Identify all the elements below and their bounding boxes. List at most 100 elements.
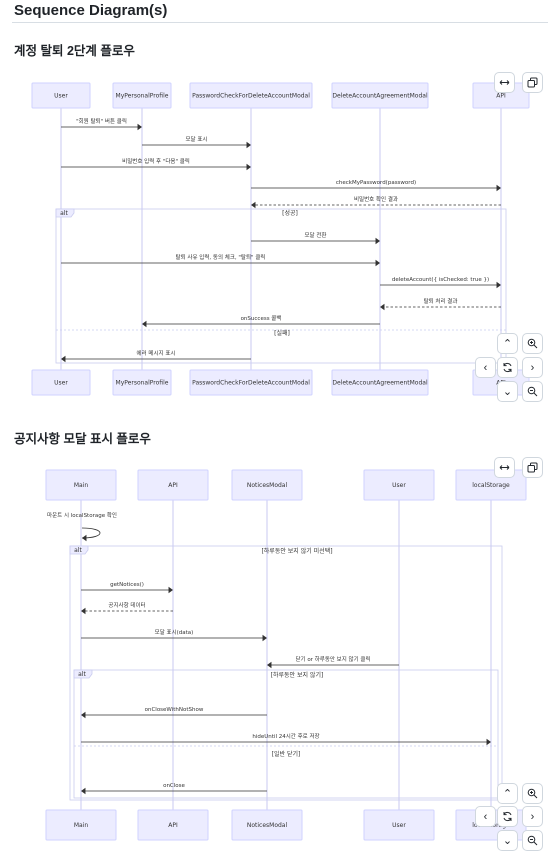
zoom-out-button[interactable] [522, 830, 543, 851]
message-label: checkMyPassword(password) [336, 180, 416, 186]
message-arrow [81, 527, 101, 539]
participant-box [231, 469, 303, 501]
fragment-label: alt [74, 547, 82, 554]
participant-label: API [168, 822, 178, 829]
expand-icon [499, 462, 510, 473]
zoom-in-button[interactable] [522, 333, 543, 354]
participant-label: User [54, 93, 68, 100]
participant-label: API [496, 93, 506, 100]
participant-label: localStorage [472, 482, 510, 489]
message-label: 비밀번호 확인 결과 [354, 195, 398, 203]
arrow-head [496, 281, 501, 289]
pan-up-icon: ⌃ [502, 788, 513, 800]
zoom-in-icon [527, 788, 538, 799]
participant-label: User [392, 482, 406, 489]
participant-label: PasswordCheckForDeleteAccountModal [192, 93, 310, 100]
alt-fragment [55, 208, 507, 364]
participant-box [137, 809, 209, 841]
participant-label: PasswordCheckForDeleteAccountModal [192, 380, 310, 387]
participant-box [137, 469, 209, 501]
copy-button[interactable] [522, 457, 543, 478]
message-label: getNotices() [110, 582, 144, 588]
fullscreen-button[interactable] [494, 72, 515, 93]
reset-button[interactable] [497, 806, 518, 827]
arrow-head [486, 738, 491, 746]
message-label: 탈퇴 처리 결과 [424, 297, 458, 305]
message-label: 모달 표시(data) [155, 628, 194, 636]
message-label: deleteAccount({ isChecked: true }) [392, 277, 489, 283]
message-label: hideUntil 24시간 후로 저장 [252, 732, 319, 740]
message-label: 마운트 시 localStorage 확인 [47, 511, 117, 519]
participant-label: User [392, 822, 406, 829]
pan-left-button[interactable]: ‹ [475, 357, 496, 378]
participant-box [112, 82, 172, 109]
zoom-out-button[interactable] [522, 381, 543, 402]
message-label: "회원 탈퇴" 버튼 클릭 [76, 117, 127, 125]
fragment-label: alt [78, 671, 86, 678]
participant-label: MyPersonalProfile [116, 380, 169, 387]
fragment-tab [69, 545, 89, 555]
message-label: 에러 메시지 표시 [137, 349, 176, 357]
participant-box [363, 469, 435, 501]
pan-down-button[interactable]: ⌄ [497, 381, 518, 402]
pan-up-icon: ⌃ [502, 338, 513, 350]
pan-down-button[interactable]: ⌄ [497, 830, 518, 851]
fragment-tab [73, 669, 93, 679]
arrow-head [375, 237, 380, 245]
arrow-head [137, 123, 142, 131]
pan-up-button[interactable]: ⌃ [497, 783, 518, 804]
participant-box [45, 469, 117, 501]
message-label: onCloseWithNotShow [145, 707, 204, 713]
message-label: 닫기 or 하루동안 보지 않기 클릭 [295, 655, 370, 663]
pan-down-icon: ⌄ [502, 835, 513, 847]
pan-right-button[interactable]: › [522, 806, 543, 827]
participant-label: NoticesModal [247, 822, 288, 829]
arrow-head [142, 320, 147, 328]
arrow-head [246, 163, 251, 171]
participant-label: Main [74, 822, 89, 829]
arrow-head [251, 201, 256, 209]
reset-icon [502, 811, 513, 822]
participant-box [331, 369, 429, 396]
page-title: Sequence Diagram(s) [14, 2, 168, 19]
diagram-2-heading: 공지사항 모달 표시 플로우 [14, 432, 151, 446]
zoom-in-icon [527, 338, 538, 349]
participant-label: DeleteAccountAgreementModal [332, 380, 428, 387]
copy-button[interactable] [522, 72, 543, 93]
zoom-in-button[interactable] [522, 783, 543, 804]
participant-box [45, 809, 117, 841]
arrow-head [81, 607, 86, 615]
participant-label: DeleteAccountAgreementModal [332, 93, 428, 100]
reset-button[interactable] [497, 357, 518, 378]
arrow-head [81, 787, 86, 795]
fragment-label: alt [60, 210, 68, 217]
message-label: 공지사항 데이터 [108, 601, 145, 609]
arrow-head [262, 634, 267, 642]
pan-left-button[interactable]: ‹ [475, 806, 496, 827]
pan-right-button[interactable]: › [522, 357, 543, 378]
participant-box [189, 369, 313, 396]
pan-left-icon: ‹ [483, 361, 488, 374]
participant-label: API [168, 482, 178, 489]
alt-condition: [하루동안 보지 않기 미선택] [261, 547, 332, 555]
fragment-tab [55, 208, 75, 218]
alt-condition: [일반 닫기] [272, 750, 301, 758]
participant-box [112, 369, 172, 396]
pan-down-icon: ⌄ [502, 386, 513, 398]
arrow-head [246, 141, 251, 149]
participant-box [331, 82, 429, 109]
participant-label: MyPersonalProfile [116, 93, 169, 100]
alt-fragment [73, 669, 499, 799]
fullscreen-button[interactable] [494, 457, 515, 478]
message-label: 탈퇴 사유 입력, 동의 체크, "탈퇴" 클릭 [176, 253, 266, 261]
pan-up-button[interactable]: ⌃ [497, 333, 518, 354]
copy-icon [527, 462, 538, 473]
message-label: 모달 전환 [305, 231, 327, 239]
message-label: 모달 표시 [186, 135, 208, 143]
message-label: onClose [163, 783, 185, 789]
zoom-out-icon [527, 835, 538, 846]
arrow-head [81, 711, 86, 719]
arrow-head [267, 661, 272, 669]
